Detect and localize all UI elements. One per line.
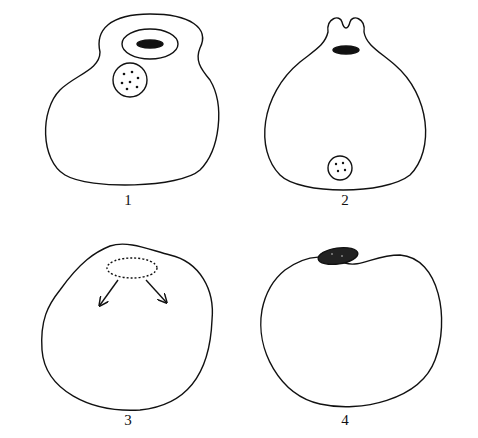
dark-body (137, 40, 163, 48)
figure-number: 3 (124, 413, 132, 428)
dark-blob (317, 245, 359, 266)
dark-body (333, 46, 359, 54)
cell-outline (261, 255, 442, 407)
cell-outline (46, 14, 219, 185)
figure-number: 1 (124, 193, 132, 208)
dashed-vacuole (107, 258, 157, 278)
dotted-granule (328, 156, 352, 180)
figure-number: 4 (341, 413, 349, 428)
granule-dots (121, 71, 346, 257)
vacuole (122, 29, 178, 59)
cell-outline (265, 18, 426, 190)
arrow (146, 280, 166, 302)
cell-outline (42, 244, 213, 410)
arrow (100, 280, 118, 305)
figure-number: 2 (341, 193, 349, 208)
dotted-granule (113, 63, 147, 97)
